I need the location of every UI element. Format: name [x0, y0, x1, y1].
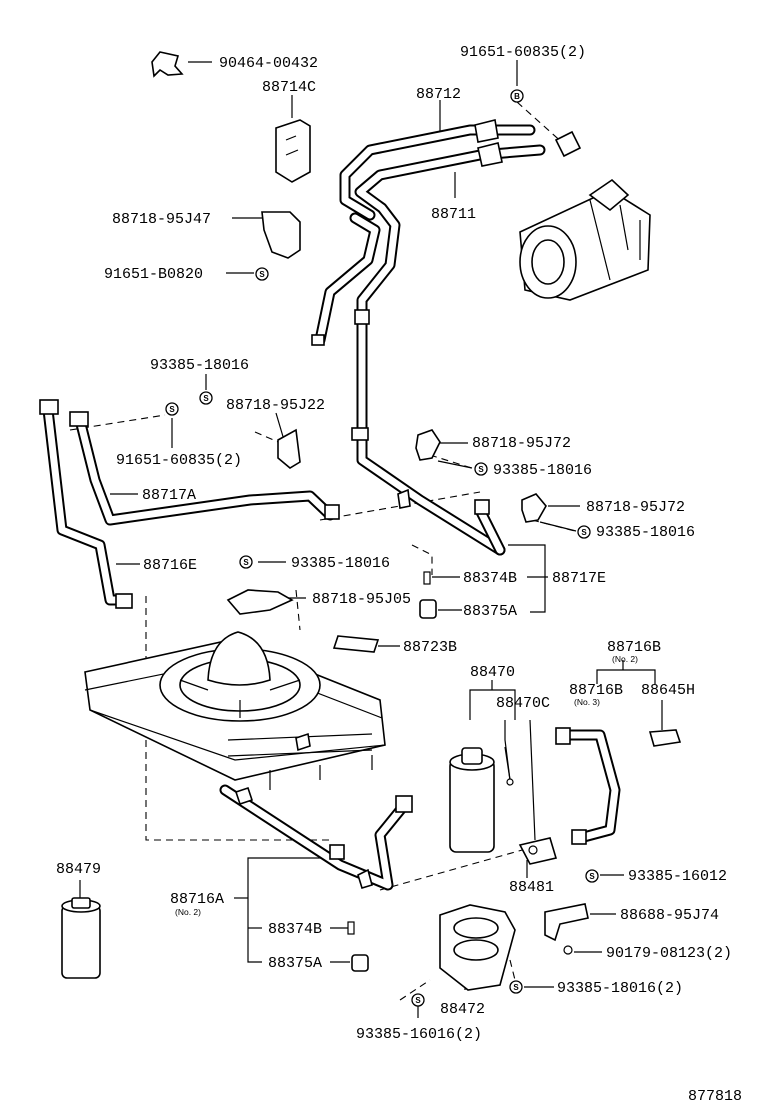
clip-90464	[151, 51, 184, 78]
s-symbol: S	[509, 980, 523, 994]
diagram-number: 877818	[688, 1088, 742, 1105]
label-88711: 88711	[431, 206, 476, 223]
label-88716E: 88716E	[143, 557, 197, 574]
label-88718-95J22: 88718-95J22	[226, 397, 325, 414]
label-93385-18016: 93385-18016	[493, 462, 592, 479]
label-88470C: 88470C	[496, 695, 550, 712]
s-symbol: S	[585, 869, 599, 883]
label-88688-95J74: 88688-95J74	[620, 907, 719, 924]
label-88472: 88472	[440, 1001, 485, 1018]
svg-text:S: S	[478, 465, 484, 474]
label-91651-B0820: 91651-B0820	[104, 266, 203, 283]
condenser-radiator	[84, 631, 386, 790]
label-93385-18016-2: 93385-18016(2)	[557, 980, 683, 997]
label-90464-00432: 90464-00432	[219, 55, 318, 72]
s-symbol: S	[165, 402, 179, 416]
b-symbol: B	[510, 89, 524, 103]
s-symbol: S	[577, 525, 591, 539]
s-symbol: S	[474, 462, 488, 476]
label-88712: 88712	[416, 86, 461, 103]
label-93385-18016: 93385-18016	[596, 524, 695, 541]
receiver-drier	[449, 747, 495, 853]
pad-88723B	[332, 635, 380, 653]
label-88479: 88479	[56, 861, 101, 878]
svg-text:S: S	[169, 405, 175, 414]
fastener-symbols: B S S S S S S S	[165, 89, 599, 1007]
label-88716A: 88716A	[170, 891, 224, 908]
label-88718-95J05: 88718-95J05	[312, 591, 411, 608]
label-88718-95J47: 88718-95J47	[112, 211, 211, 228]
bracket-88688-95J74	[544, 903, 589, 942]
s-symbol: S	[411, 993, 425, 1007]
label-88374B: 88374B	[463, 570, 517, 587]
bracket-88472	[439, 904, 516, 991]
label-88723B: 88723B	[403, 639, 457, 656]
label-91651-60835-2: 91651-60835(2)	[116, 452, 242, 469]
component-shapes	[39, 51, 682, 991]
pressure-switch-88645H	[648, 729, 682, 747]
bottle-88479	[61, 897, 101, 979]
label-88718-95J72: 88718-95J72	[586, 499, 685, 516]
label-88717E: 88717E	[552, 570, 606, 587]
clamp-88718-95J47	[261, 211, 301, 259]
label-88470: 88470	[470, 664, 515, 681]
label-88716B: 88716B	[607, 639, 661, 656]
label-93385-18016: 93385-18016	[291, 555, 390, 572]
label-88716B: 88716B	[569, 682, 623, 699]
label-88374B: 88374B	[268, 921, 322, 938]
bracket-88718-95J05	[226, 589, 294, 615]
svg-text:S: S	[203, 394, 209, 403]
s-symbol: S	[199, 391, 213, 405]
label-no-3: (No. 3)	[574, 697, 600, 707]
label-93385-16012: 93385-16012	[628, 868, 727, 885]
label-88375A: 88375A	[463, 603, 517, 620]
label-93385-16016-2: 93385-16016(2)	[356, 1026, 482, 1043]
clamp-88718-95J72-b	[521, 493, 547, 523]
part-labels: 90464-00432 88714C 91651-60835(2) 88712 …	[56, 44, 742, 1105]
label-no-2: (No. 2)	[175, 907, 201, 917]
svg-text:S: S	[259, 270, 265, 279]
label-88645H: 88645H	[641, 682, 695, 699]
svg-text:B: B	[514, 92, 520, 101]
svg-text:S: S	[415, 996, 421, 1005]
s-symbol: S	[239, 555, 253, 569]
clamp-88718-95J72-a	[415, 429, 441, 461]
svg-text:S: S	[589, 872, 595, 881]
label-90179-08123-2: 90179-08123(2)	[606, 945, 732, 962]
svg-text:S: S	[513, 983, 519, 992]
block-88714C	[275, 119, 311, 183]
label-91651-60835-2: 91651-60835(2)	[460, 44, 586, 61]
label-88717A: 88717A	[142, 487, 196, 504]
label-93385-18016: 93385-18016	[150, 357, 249, 374]
union-88481	[518, 837, 558, 865]
label-88481: 88481	[509, 879, 554, 896]
ac-compressor	[519, 178, 651, 301]
label-no-2: (No. 2)	[612, 654, 638, 664]
svg-text:S: S	[581, 528, 587, 537]
label-88375A: 88375A	[268, 955, 322, 972]
svg-text:S: S	[243, 558, 249, 567]
label-88714C: 88714C	[262, 79, 316, 96]
bracket-88718-95J22	[277, 428, 301, 469]
label-88718-95J72: 88718-95J72	[472, 435, 571, 452]
refrigerant-pipes	[42, 124, 621, 891]
s-symbol: S	[255, 267, 269, 281]
